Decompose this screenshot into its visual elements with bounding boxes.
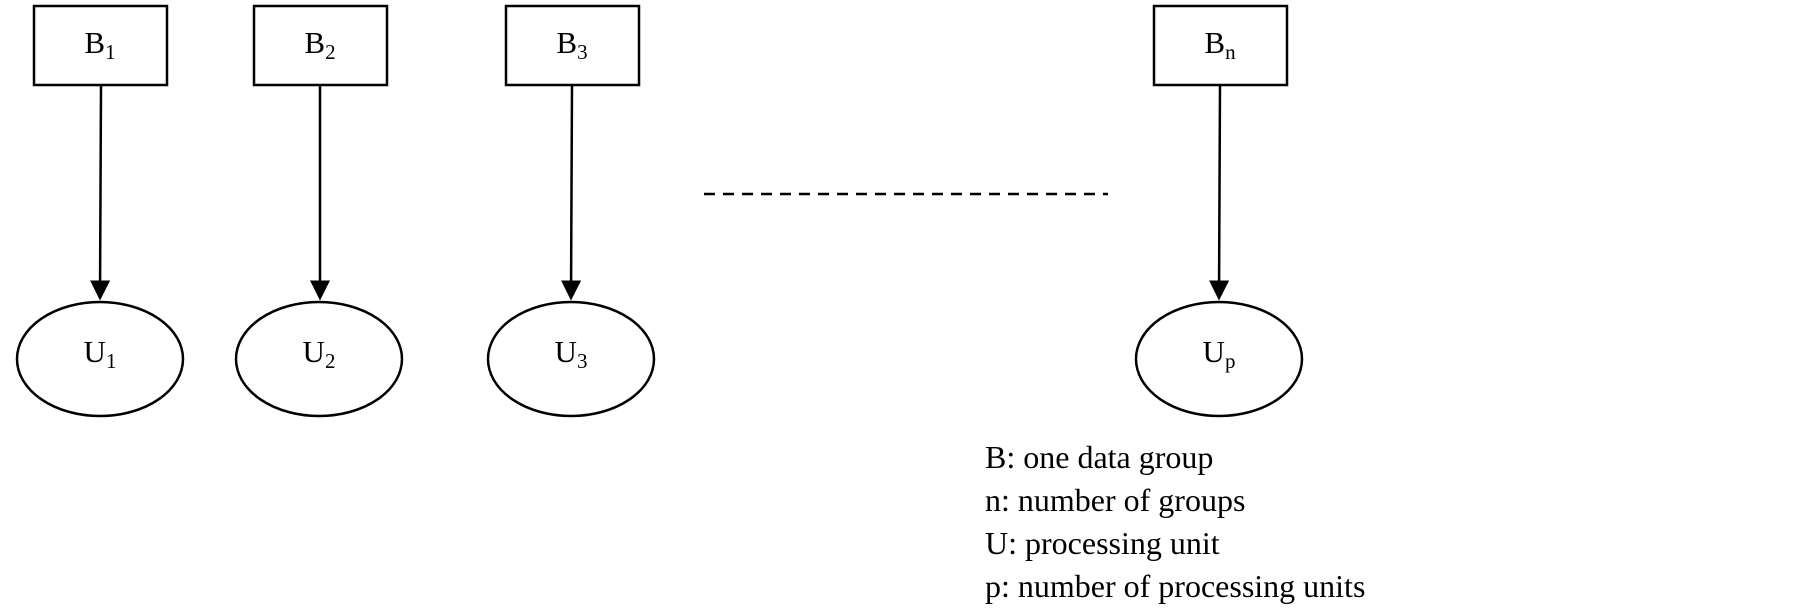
unit-symbol-2: U <box>303 334 325 369</box>
source-subscript-1: 1 <box>105 40 116 64</box>
legend: B: one data group n: number of groups U:… <box>985 436 1365 608</box>
source-group-2: B2 <box>252 4 389 87</box>
source-label-n: Bn <box>1204 25 1236 64</box>
unit-symbol-p: U <box>1203 334 1225 369</box>
unit-group-2: U2 <box>234 300 404 418</box>
legend-line-b: B: one data group <box>985 439 1214 475</box>
unit-subscript-2: 2 <box>325 349 336 373</box>
source-symbol-3: B <box>556 25 577 60</box>
source-symbol-1: B <box>84 25 105 60</box>
source-box-3 <box>504 4 641 87</box>
source-symbol-2: B <box>304 25 325 60</box>
source-symbol-n: B <box>1204 25 1225 60</box>
unit-ellipse-3 <box>486 300 656 418</box>
unit-ellipse-p <box>1134 300 1304 418</box>
source-subscript-2: 2 <box>325 40 336 64</box>
unit-group-p: Up <box>1134 300 1304 418</box>
source-subscript-n: n <box>1225 40 1236 64</box>
source-label-1: B1 <box>84 25 115 64</box>
unit-label-p: Up <box>1203 334 1236 373</box>
unit-subscript-3: 3 <box>577 349 588 373</box>
legend-line-n: n: number of groups <box>985 482 1246 518</box>
legend-line-u: U: processing unit <box>985 525 1220 561</box>
legend-line-p: p: number of processing units <box>985 568 1366 604</box>
source-group-3: B3 <box>504 4 641 87</box>
source-subscript-3: 3 <box>577 40 588 64</box>
source-box-1 <box>32 4 169 87</box>
unit-group-1: U1 <box>15 300 185 418</box>
source-box-2 <box>252 4 389 87</box>
unit-subscript-1: 1 <box>106 349 117 373</box>
unit-symbol-3: U <box>555 334 577 369</box>
source-label-3: B3 <box>556 25 587 64</box>
arrow-n <box>1209 85 1230 301</box>
unit-label-1: U1 <box>84 334 117 373</box>
unit-label-2: U2 <box>303 334 336 373</box>
unit-group-3: U3 <box>486 300 656 418</box>
source-group-1: B1 <box>32 4 169 87</box>
unit-subscript-p: p <box>1225 349 1236 373</box>
unit-ellipse-2 <box>234 300 404 418</box>
arrow-3 <box>561 85 582 301</box>
unit-label-3: U3 <box>555 334 588 373</box>
source-group-n: Bn <box>1152 4 1289 87</box>
source-label-2: B2 <box>304 25 335 64</box>
unit-symbol-1: U <box>84 334 106 369</box>
unit-ellipse-1 <box>15 300 185 418</box>
arrow-1 <box>90 85 111 301</box>
source-box-n <box>1152 4 1289 87</box>
